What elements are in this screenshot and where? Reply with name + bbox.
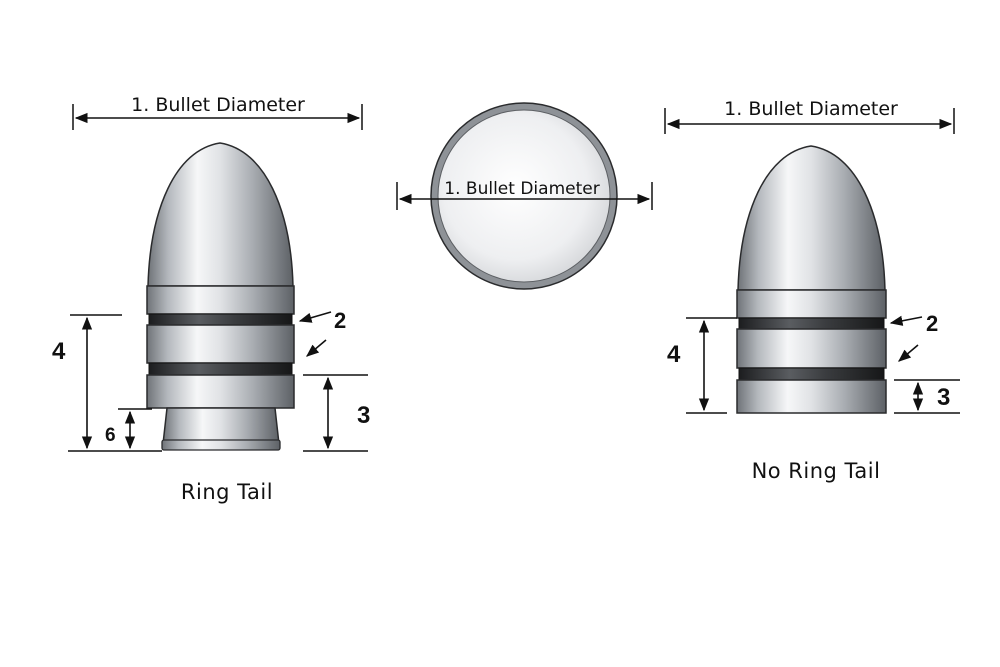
no-ring-tail-nose — [737, 145, 886, 291]
ring-tail-groove-lower — [148, 362, 293, 376]
no-ring-tail-groove-lower — [738, 367, 885, 381]
left-label-3: 3 — [357, 402, 370, 429]
left-dimension-6: 6 — [105, 408, 152, 450]
left-dimension-3: 3 — [303, 374, 370, 452]
center-diameter-label: 1. Bullet Diameter — [444, 179, 599, 199]
ring-tail-base-band — [146, 374, 295, 409]
right-label-2: 2 — [926, 311, 938, 336]
right-dimension-4: 4 — [667, 317, 737, 414]
ring-tail-bullet — [146, 142, 295, 451]
ring-tail-middle-band — [146, 324, 295, 364]
ring-tail-upper-band — [146, 285, 295, 315]
left-label-2: 2 — [334, 308, 346, 333]
left-diameter-dimension: 1. Bullet Diameter — [72, 94, 363, 130]
left-diameter-label: 1. Bullet Diameter — [131, 94, 305, 116]
ring-tail-caption: Ring Tail — [181, 480, 273, 504]
no-ring-tail-middle-band — [736, 328, 887, 369]
right-driving-band-callout: 2 — [889, 311, 938, 362]
right-label-4: 4 — [667, 341, 681, 368]
no-ring-tail-bullet — [736, 145, 887, 414]
no-ring-tail-groove-upper — [738, 317, 885, 330]
no-ring-tail-caption: No Ring Tail — [752, 459, 881, 483]
right-diameter-dimension: 1. Bullet Diameter — [664, 98, 955, 134]
bullet-cross-section: 1. Bullet Diameter — [396, 102, 653, 290]
ring-tail-tail — [162, 407, 280, 445]
left-label-6: 6 — [105, 425, 116, 446]
right-label-3: 3 — [937, 384, 950, 411]
right-diameter-label: 1. Bullet Diameter — [724, 98, 898, 120]
right-dimension-3: 3 — [894, 379, 960, 414]
ring-tail-nose — [147, 142, 294, 287]
left-driving-band-callout: 2 — [298, 308, 346, 357]
no-ring-tail-upper-band — [736, 289, 887, 319]
left-label-4: 4 — [52, 338, 66, 365]
left-dimension-4: 4 — [52, 314, 162, 452]
no-ring-tail-base-band — [736, 379, 887, 414]
ring-tail-groove-upper — [148, 313, 293, 326]
